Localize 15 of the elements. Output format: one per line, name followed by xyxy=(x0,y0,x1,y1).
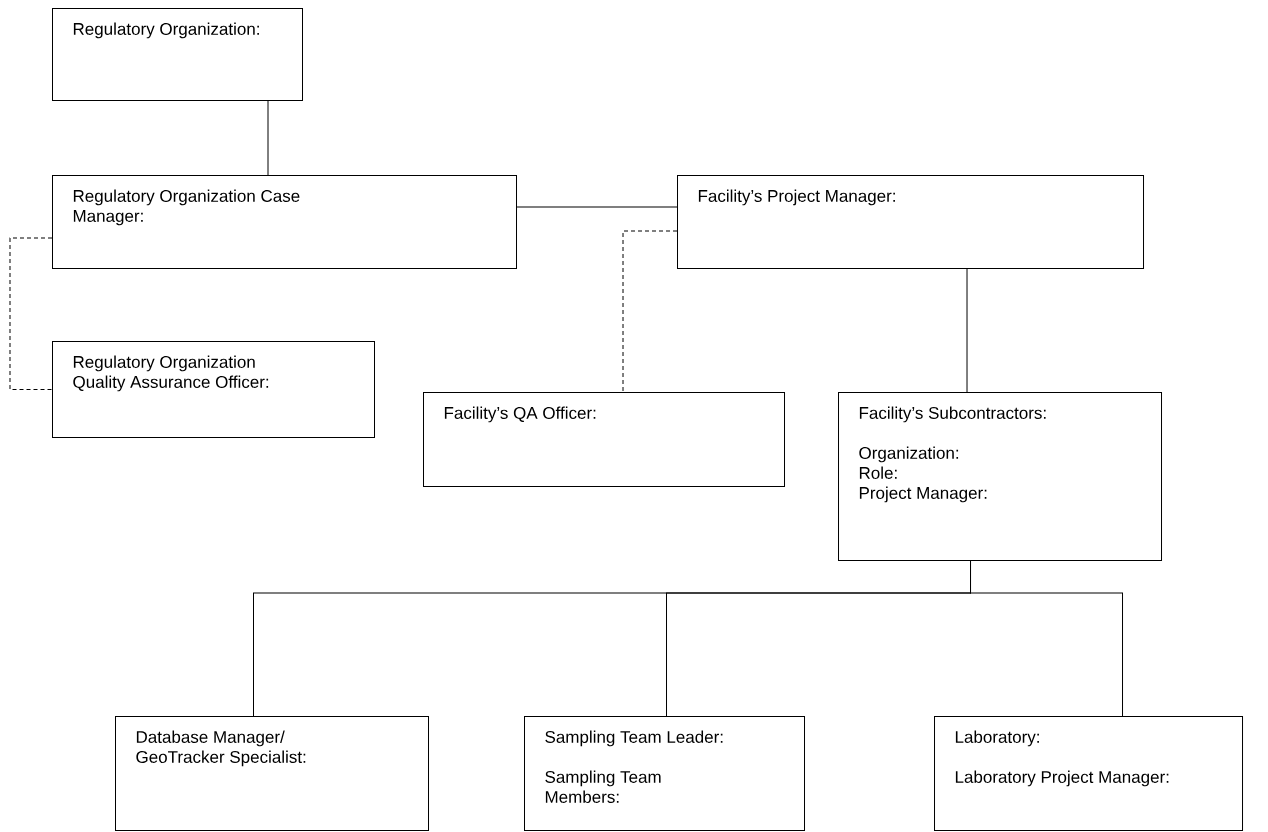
connector-line xyxy=(970,560,1123,717)
dashed-connector xyxy=(9,237,53,390)
org-box: Sampling Team Leader: Sampling Team Members: xyxy=(524,716,805,831)
org-box: Laboratory: Laboratory Project Manager: xyxy=(934,716,1243,831)
connector-line xyxy=(966,268,968,393)
connector-line xyxy=(267,100,269,176)
org-box: Facility’s Project Manager: xyxy=(677,175,1144,269)
org-box: Database Manager/ GeoTracker Specialist: xyxy=(115,716,429,831)
dashed-connector xyxy=(622,230,678,393)
org-box: Facility’s QA Officer: xyxy=(423,392,785,487)
org-box: Regulatory Organization: xyxy=(52,8,303,101)
org-box: Regulatory Organization Quality Assurance Officer: xyxy=(52,341,375,438)
org-box: Facility’s Subcontractors: Organization: Role: Project Manager: xyxy=(838,392,1162,561)
org-box: Regulatory Organization Case Manager: xyxy=(52,175,517,269)
connector-line xyxy=(516,206,678,208)
